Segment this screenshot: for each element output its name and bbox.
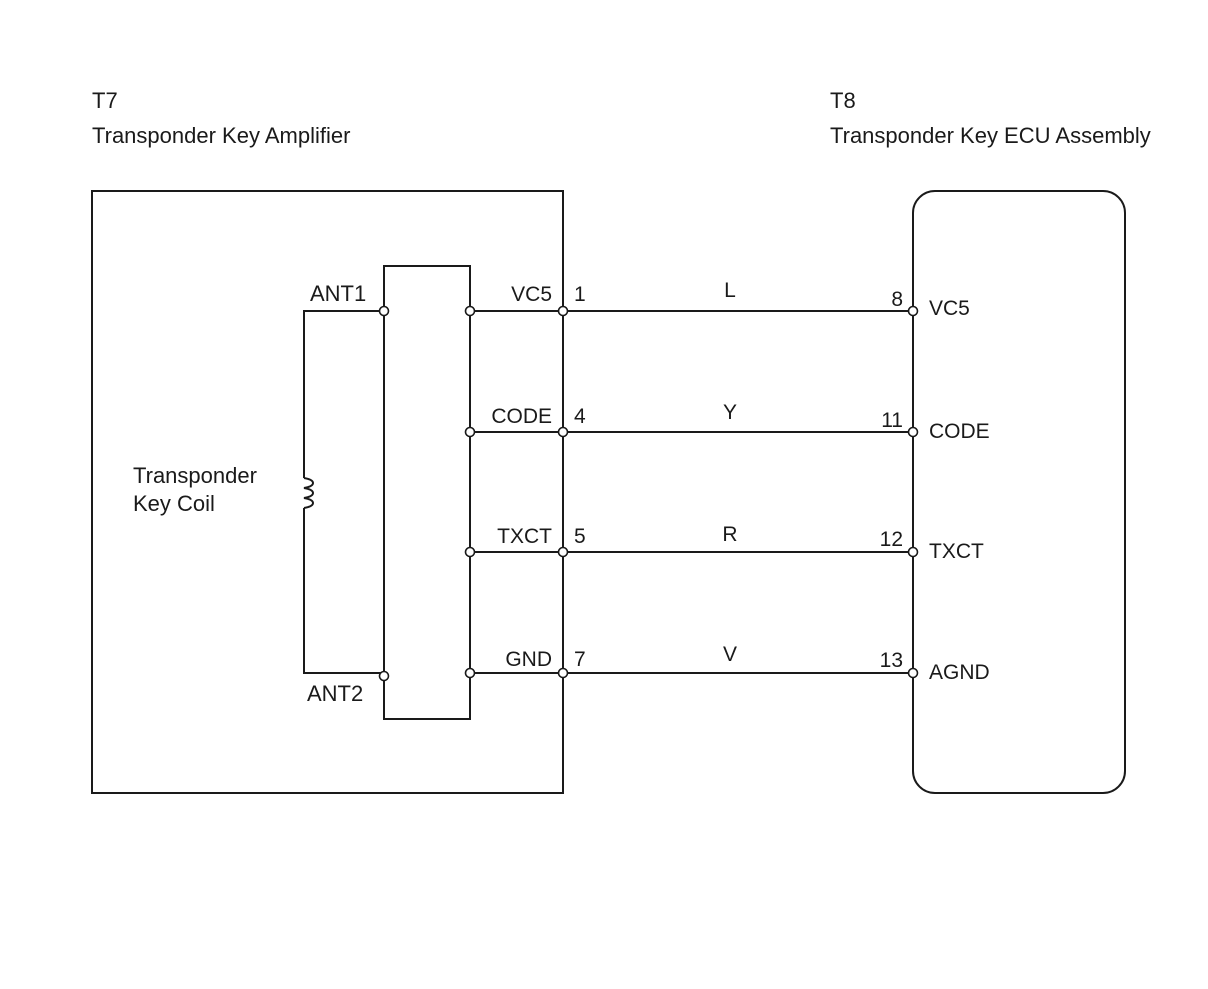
ant2-label: ANT2 [307,681,363,706]
t7-signal-txct: TXCT [497,525,552,548]
wire-color-y: Y [723,401,737,424]
t8-pin-8: 8 [891,288,903,311]
node-block-gnd [464,667,476,679]
coil-upper-wire [303,310,384,478]
node-t8-pin-13 [907,667,919,679]
t7-pin-5: 5 [574,525,586,548]
t8-signal-txct: TXCT [929,540,984,563]
ant1-label: ANT1 [310,281,366,306]
t8-name-label: Transponder Key ECU Assembly [830,123,1151,148]
node-t8-pin-8 [907,305,919,317]
node-ant1 [378,305,390,317]
t8-ref-label: T8 [830,88,856,113]
coil-inductor-icon [303,477,315,509]
node-t8-pin-11 [907,426,919,438]
node-ant2 [378,670,390,682]
coil-label-line1: Transponder [133,463,257,488]
node-block-txct [464,546,476,558]
wire-color-r: R [722,523,737,546]
t8-ecu-box [912,190,1126,794]
t7-pin-7: 7 [574,648,586,671]
t7-pin-1: 1 [574,283,586,306]
node-block-code [464,426,476,438]
wire-color-v: V [723,643,737,666]
node-t7-pin-5 [557,546,569,558]
t8-pin-11: 11 [881,409,903,432]
node-t7-pin-4 [557,426,569,438]
t8-signal-vc5: VC5 [929,297,970,320]
t8-pin-13: 13 [880,649,903,672]
t8-signal-agnd: AGND [929,661,990,684]
t7-signal-code: CODE [491,405,552,428]
t7-name-label: Transponder Key Amplifier [92,123,350,148]
t7-signal-gnd: GND [505,648,552,671]
node-t7-pin-1 [557,305,569,317]
t7-signal-vc5: VC5 [511,283,552,306]
t7-pin-4: 4 [574,405,586,428]
coil-label-line2: Key Coil [133,491,215,516]
t7-ref-label: T7 [92,88,118,113]
wire-color-l: L [724,279,736,302]
node-t8-pin-12 [907,546,919,558]
coil-lower-wire [303,508,384,674]
t7-amplifier-box [91,190,564,794]
node-block-vc5 [464,305,476,317]
t8-signal-code: CODE [929,420,990,443]
t8-pin-12: 12 [880,528,903,551]
node-t7-pin-7 [557,667,569,679]
amplifier-inner-block [383,265,471,720]
